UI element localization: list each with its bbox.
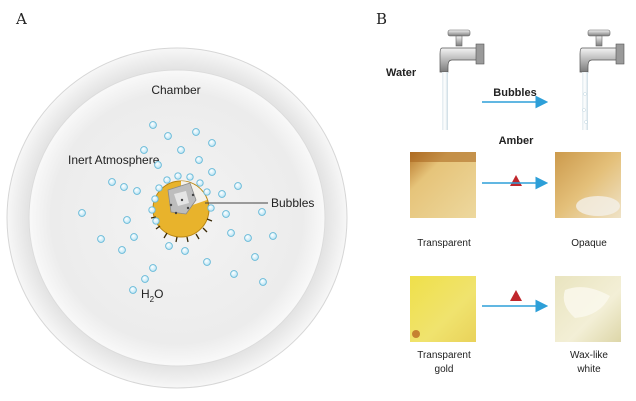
gold-sample-inclusion (412, 330, 420, 338)
water-bubble (203, 258, 211, 266)
water-bubble (141, 275, 149, 283)
water-bubble (149, 264, 157, 272)
water-bubble (208, 168, 216, 176)
water-bubble (140, 146, 148, 154)
water-bubble (259, 278, 267, 286)
water-bubble (123, 216, 131, 224)
row2-right-label-line1: Wax-like (570, 350, 608, 361)
water-bubble (192, 128, 200, 136)
water-bubble (181, 247, 189, 255)
water-formula-h: H (141, 287, 150, 301)
water-bubble (208, 139, 216, 147)
heat-triangle-icon (510, 290, 522, 301)
water-bubble (118, 246, 126, 254)
water-bubble (108, 178, 116, 186)
amber-sample-transparent (410, 152, 476, 218)
row2-right-label-line2: white (576, 364, 601, 375)
water-bubble (227, 229, 235, 237)
water-faucet-icon (579, 29, 625, 130)
bubbles-label: Bubbles (271, 196, 314, 210)
water-bubble (97, 235, 105, 243)
inner-bubble-dots (169, 193, 195, 215)
row2-left-label-line1: Transparent (417, 350, 471, 361)
water-bubble (251, 253, 259, 261)
water-faucet-icon (439, 29, 485, 130)
water-bubble (78, 209, 86, 217)
amber-sample-edge-shade (410, 152, 476, 162)
water-bubble (218, 190, 226, 198)
row1-left-label: Transparent (417, 238, 471, 249)
water-bubble (222, 210, 230, 218)
water-bubble (133, 187, 141, 195)
water-bubble (269, 232, 277, 240)
water-bubble (177, 146, 185, 154)
row2-left-label-line2: gold (435, 364, 454, 375)
water-bubble (154, 161, 162, 169)
amber-sample-transparent-gold (410, 276, 476, 342)
water-bubble (230, 270, 238, 278)
panel-a-label: A (15, 10, 27, 28)
bubbles-arrow-label: Bubbles (493, 87, 536, 99)
water-bubble (130, 233, 138, 241)
water-formula-o: O (154, 287, 163, 301)
water-bubble (165, 242, 173, 250)
opaque-whitening-patch (576, 196, 620, 216)
water-formula-label: H2O (141, 287, 163, 304)
amber-sample (148, 172, 215, 243)
water-bubble (195, 156, 203, 164)
water-bubble (258, 208, 266, 216)
water-bubble (244, 234, 252, 242)
heat-triangle-icon (510, 175, 522, 186)
inert-atmosphere-label: Inert Atmosphere (68, 153, 160, 167)
water-bubble (149, 121, 157, 129)
water-bubbles-group (78, 121, 277, 294)
wax-surface-highlight (563, 287, 610, 318)
amber-section-label: Amber (499, 135, 535, 147)
water-row-label: Water (386, 67, 417, 79)
water-bubble (234, 182, 242, 190)
row1-right-label: Opaque (571, 238, 607, 249)
inclusion-highlight (174, 191, 189, 206)
panel-b-label: B (376, 10, 387, 28)
water-formula-subscript: 2 (150, 295, 155, 304)
surface-bubbles-ring (148, 172, 215, 225)
water-bubble (120, 183, 128, 191)
chamber-label: Chamber (151, 83, 200, 97)
surface-bubble-ticks (150, 216, 213, 243)
water-bubble (129, 286, 137, 294)
water-bubble (164, 132, 172, 140)
